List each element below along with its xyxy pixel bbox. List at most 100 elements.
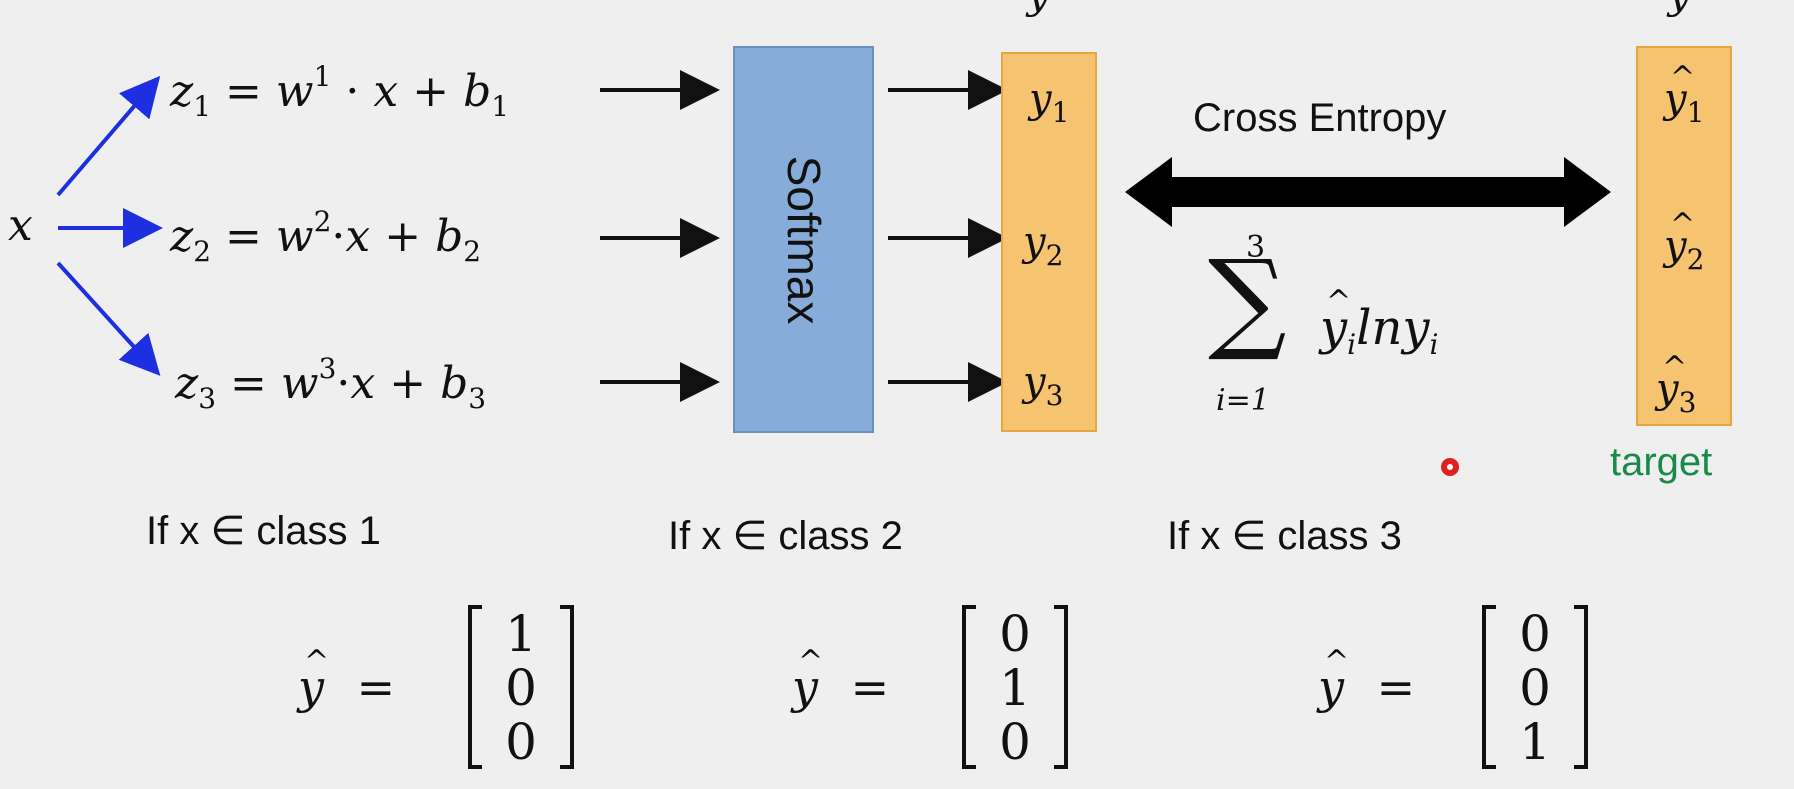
input-arrow-3 bbox=[56, 261, 161, 376]
output-y3: y3 bbox=[1023, 359, 1063, 412]
output-y1-symbol: y bbox=[1029, 76, 1052, 122]
eq-plus: + bbox=[384, 211, 422, 262]
softmax-label: Softmax bbox=[777, 155, 830, 324]
input-x: x bbox=[8, 200, 33, 251]
case-2-yhat: y bbox=[792, 644, 823, 714]
case-1-vector: 1 0 0 bbox=[468, 605, 574, 769]
eq-b: b bbox=[435, 211, 464, 262]
output-y3-symbol: y bbox=[1023, 359, 1046, 405]
case-3-vector: 0 0 1 bbox=[1482, 605, 1588, 771]
eq-x: x bbox=[350, 358, 376, 409]
target-y2: y2 bbox=[1664, 207, 1705, 276]
vector-entry: 0 bbox=[1519, 659, 1551, 717]
equation-z2: z2 = w2·x + b2 bbox=[170, 205, 481, 268]
case-3-lhs: y = bbox=[1318, 644, 1416, 714]
case-3-equals: = bbox=[1376, 660, 1416, 714]
target-caption: target bbox=[1610, 440, 1713, 484]
eq-z: z bbox=[170, 66, 194, 117]
bracket-left bbox=[468, 605, 482, 769]
term-y: y bbox=[1402, 300, 1430, 356]
case-1-equals: = bbox=[356, 660, 396, 714]
vector-entry: 0 bbox=[505, 659, 537, 717]
output-y2: y2 bbox=[1023, 219, 1063, 272]
target-y2-symbol: y bbox=[1664, 223, 1687, 269]
target-vector: y1 y2 y3 bbox=[1636, 46, 1732, 426]
eq-w-superscript: 2 bbox=[313, 205, 332, 238]
target-y1: y1 bbox=[1664, 60, 1705, 129]
input-arrow-1 bbox=[56, 75, 161, 197]
eq-w: w bbox=[280, 358, 319, 409]
eq-z-index: 3 bbox=[198, 382, 217, 415]
output-y3-index: 3 bbox=[1045, 379, 1064, 412]
eq-equals: = bbox=[225, 211, 262, 262]
target-y2-hat: y bbox=[1664, 207, 1695, 269]
eq-x: x bbox=[373, 66, 399, 117]
output-y2-symbol: y bbox=[1023, 219, 1046, 265]
bracket-right bbox=[560, 605, 574, 769]
eq-plus: + bbox=[389, 358, 427, 409]
eq-w-superscript: 1 bbox=[313, 60, 332, 93]
output-vector-label: y bbox=[1027, 0, 1050, 18]
target-y2-index: 2 bbox=[1686, 243, 1705, 276]
eq-equals: = bbox=[225, 66, 262, 117]
bracket-left bbox=[1482, 605, 1496, 769]
output-y2-index: 2 bbox=[1045, 239, 1064, 272]
term-ln: ln bbox=[1356, 300, 1403, 356]
sum-term: yilnyi bbox=[1320, 284, 1439, 361]
case-2-vector: 0 1 0 bbox=[962, 605, 1068, 769]
target-y3-hat: y bbox=[1656, 350, 1687, 412]
eq-dot: · bbox=[345, 66, 360, 117]
target-y3-index: 3 bbox=[1678, 386, 1697, 419]
eq-z-index: 1 bbox=[193, 90, 212, 123]
target-y3: y3 bbox=[1656, 350, 1697, 419]
case-2-yhat-symbol: y bbox=[792, 660, 818, 714]
cross-entropy-title: Cross Entropy bbox=[1193, 96, 1447, 140]
term-y-hat-index: i bbox=[1347, 328, 1357, 361]
vector-entry: 1 bbox=[1519, 713, 1551, 771]
eq-x: x bbox=[345, 211, 371, 262]
eq-b: b bbox=[463, 66, 492, 117]
eq-b-index: 3 bbox=[468, 382, 487, 415]
eq-w: w bbox=[275, 211, 314, 262]
eq-plus: + bbox=[412, 66, 450, 117]
case-2-condition: If x ∈ class 2 bbox=[668, 514, 903, 558]
eq-z: z bbox=[170, 211, 194, 262]
case-3-yhat-symbol: y bbox=[1318, 660, 1344, 714]
eq-z: z bbox=[175, 358, 199, 409]
eq-b-index: 1 bbox=[491, 90, 510, 123]
eq-b-index: 2 bbox=[463, 235, 482, 268]
vector-entry: 1 bbox=[999, 659, 1031, 717]
output-y1: y1 bbox=[1029, 76, 1069, 129]
eq-b: b bbox=[440, 358, 469, 409]
case-2-equals: = bbox=[850, 660, 890, 714]
target-y1-index: 1 bbox=[1686, 96, 1705, 129]
bracket-right bbox=[1574, 605, 1588, 769]
sum-upper-limit: 3 bbox=[1246, 230, 1266, 265]
eq-equals: = bbox=[230, 358, 267, 409]
case-3-condition: If x ∈ class 3 bbox=[1167, 514, 1402, 558]
bracket-right bbox=[1054, 605, 1068, 769]
vector-entry: 1 bbox=[505, 605, 537, 663]
case-3-yhat: y bbox=[1318, 644, 1349, 714]
eq-w: w bbox=[275, 66, 314, 117]
output-vector: y1 y2 y3 bbox=[1001, 52, 1097, 432]
softmax-block: Softmax bbox=[733, 46, 874, 433]
term-y-index: i bbox=[1429, 328, 1439, 361]
output-y1-index: 1 bbox=[1051, 96, 1070, 129]
target-y3-symbol: y bbox=[1656, 366, 1679, 412]
target-y1-hat: y bbox=[1664, 60, 1695, 122]
case-1-lhs: y = bbox=[298, 644, 396, 714]
bracket-left bbox=[962, 605, 976, 769]
target-y1-symbol: y bbox=[1664, 76, 1687, 122]
eq-w-superscript: 3 bbox=[318, 352, 337, 385]
case-1-condition: If x ∈ class 1 bbox=[146, 509, 381, 553]
target-vector-label: y bbox=[1668, 0, 1691, 18]
eq-dot: · bbox=[331, 211, 346, 262]
case-1-yhat: y bbox=[298, 644, 329, 714]
cursor-dot-center bbox=[1447, 464, 1453, 470]
vector-entry: 0 bbox=[1519, 605, 1551, 663]
vector-entry: 0 bbox=[999, 605, 1031, 663]
sum-symbol: ∑ bbox=[1208, 236, 1287, 364]
